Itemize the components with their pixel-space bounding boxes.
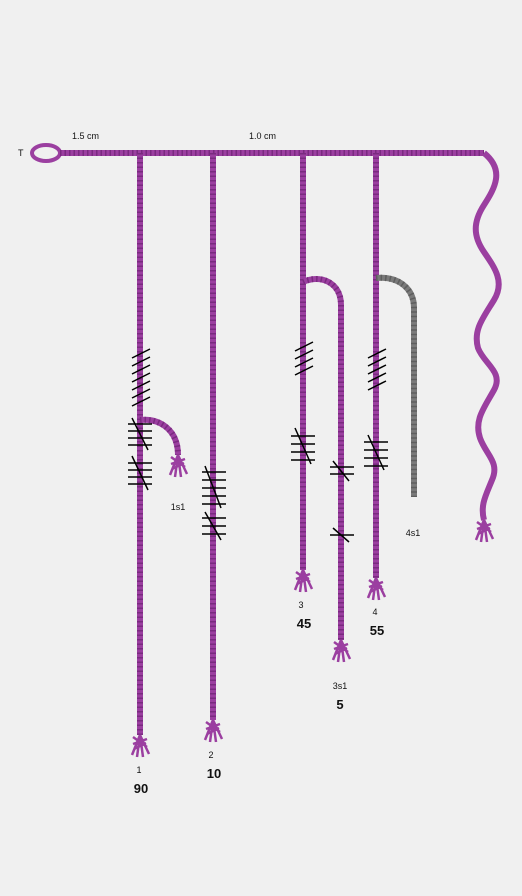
- cord-end-tassel: [203, 719, 224, 743]
- cord-value: 5: [336, 697, 343, 712]
- knot-cluster-cord-1-tens: [128, 417, 152, 451]
- cord-value: 55: [370, 623, 384, 638]
- knot-cluster-cord-1-hundreds: [131, 348, 151, 407]
- knot-cluster-cord-4: [364, 348, 388, 471]
- cord-label: 1: [136, 765, 141, 775]
- cord-end-tassel: [331, 639, 352, 663]
- subsidiary-cord-4s1: [375, 274, 417, 497]
- cord-label: 4: [372, 607, 377, 617]
- cord-label: 1s1: [171, 502, 186, 512]
- knot-cluster-cord-1-units: [128, 455, 152, 491]
- cord-value: 10: [207, 766, 221, 781]
- cord-label: 3: [298, 600, 303, 610]
- cord-value: 90: [134, 781, 148, 796]
- cord-label: 2: [208, 750, 213, 760]
- spacing-label: 1.5 cm: [72, 131, 99, 141]
- knot-cluster-cord-3s1: [330, 460, 354, 543]
- spacing-label: 1.0 cm: [249, 131, 276, 141]
- subsidiary-cord-1s1: [139, 416, 181, 456]
- cord-end-tassel: [293, 569, 314, 593]
- primary-cord-loop: [30, 143, 62, 163]
- cord-end-tassel: [130, 734, 151, 758]
- cord-value: 45: [297, 616, 311, 631]
- knot-cluster-cord-3: [291, 341, 315, 465]
- subsidiary-cord-3s1: [301, 276, 344, 640]
- cord-label: 4s1: [406, 528, 421, 538]
- cord-end-tassel: [474, 519, 495, 543]
- top-marker-label: T: [18, 148, 24, 158]
- cord-label: 3s1: [333, 681, 348, 691]
- cord-end-tassel: [168, 454, 189, 478]
- top-cord: [472, 150, 502, 521]
- primary-cord: [30, 143, 484, 163]
- knot-cluster-cord-2: [202, 465, 226, 541]
- cord-end-tassel: [366, 577, 387, 601]
